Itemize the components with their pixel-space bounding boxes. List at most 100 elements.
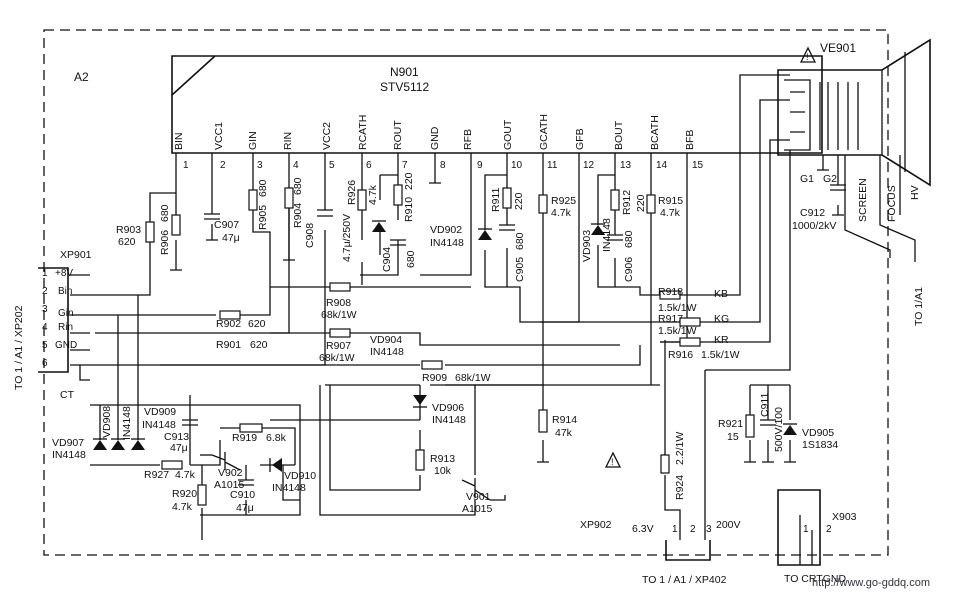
capacitor-c906 <box>607 234 623 241</box>
label-r906-val: 680 <box>159 204 171 222</box>
ic-pin-numbers: 1 2 3 4 5 6 7 8 9 10 11 12 13 14 15 <box>183 160 704 171</box>
label-r906: R906 <box>159 230 171 255</box>
resistor-r909 <box>421 360 443 370</box>
label-vd904: VD904 <box>370 334 402 346</box>
ic-pin-number: 6 <box>366 160 372 171</box>
label-r927-val: 4.7k <box>175 469 196 481</box>
capacitor-c910 <box>238 479 254 486</box>
xp901-ct-label: CT <box>60 389 75 401</box>
label-v902: V902 <box>218 467 243 479</box>
crt-g1: G1 <box>800 173 814 185</box>
ic-pin-name: ROUT <box>392 120 404 150</box>
ic-pin-number: 2 <box>220 160 226 171</box>
label-vd908: VD908 <box>101 406 113 438</box>
label-vd903: VD903 <box>581 230 593 262</box>
resistor-r908 <box>329 282 351 292</box>
capacitors <box>182 184 846 486</box>
label-r918-val: 1.5k/1W <box>658 302 697 314</box>
diode-vd905 <box>783 425 797 435</box>
capacitor-c913 <box>182 419 198 426</box>
crt-ref: VE901 <box>820 41 856 55</box>
label-vd904-val: IN4148 <box>370 346 404 358</box>
warning-mark: ! <box>806 52 809 62</box>
xp901-pin-num: 5 <box>42 340 48 351</box>
label-r913-val: 10k <box>434 465 452 477</box>
ic-pin-name: GIN <box>247 131 259 150</box>
x903-pin-num: 2 <box>826 524 832 535</box>
connector-xp901: XP901 TO 1 / A1 / XP202 1 +8V 2 Bin 3 Gi… <box>13 249 92 401</box>
label-r910: R910 <box>403 197 415 222</box>
xp902-pin-num: 2 <box>690 524 696 535</box>
label-r917: R917 <box>658 313 683 325</box>
diode-vd902b <box>478 230 492 240</box>
transistor-v901 <box>461 478 491 501</box>
xp901-pin-num: 6 <box>42 358 48 369</box>
label-vd910: VD910 <box>284 470 316 482</box>
capacitor-c908 <box>317 209 333 217</box>
resistor-r906 <box>171 214 181 236</box>
label-r921: R921 <box>718 418 743 430</box>
label-r918: R918 <box>658 286 683 298</box>
label-vd902-val: IN4148 <box>430 237 464 249</box>
label-r926: R926 <box>346 180 358 205</box>
crt-screen: SCREEN <box>857 178 869 222</box>
ic-pin-number: 8 <box>440 160 446 171</box>
ic-pin-number: 12 <box>583 160 595 171</box>
label-c908-val: 4.7μ/250V <box>341 214 353 262</box>
transistor-v902 <box>200 452 241 471</box>
resistor-r927 <box>161 460 183 470</box>
label-r905: R905 <box>257 205 269 230</box>
ic-pin-name: RFB <box>462 129 474 150</box>
capacitor-c912 <box>830 184 846 191</box>
label-r914: R914 <box>552 414 577 426</box>
resistor-r925 <box>538 194 548 214</box>
label-r909: R909 <box>422 372 447 384</box>
xp902-pin1-label: 6.3V <box>632 523 654 535</box>
label-r916: R916 <box>668 349 693 361</box>
label-r902: R902 <box>216 318 241 330</box>
label-r912-val: 220 <box>635 194 647 212</box>
label-r915: R915 <box>658 195 683 207</box>
label-r901: R901 <box>216 339 241 351</box>
diodes <box>93 220 797 472</box>
crt-hv: HV <box>909 185 921 200</box>
capacitor-c904 <box>390 239 406 246</box>
ic-pin-number: 3 <box>257 160 263 171</box>
ic-pin-name: GOUT <box>502 119 514 150</box>
xp902-pin-num: 1 <box>672 524 678 535</box>
label-kr: KR <box>714 334 729 346</box>
label-v902-val: A1015 <box>214 479 245 491</box>
label-vd909: VD909 <box>144 406 176 418</box>
ic-pin-number: 5 <box>329 160 335 171</box>
ic-ref: N901 <box>390 65 419 79</box>
label-c906: C906 <box>623 257 635 282</box>
label-c906-val: 680 <box>623 230 635 248</box>
wiring <box>70 74 916 540</box>
capacitor-c905 <box>499 224 515 231</box>
diode-in4148-mid <box>111 440 125 450</box>
resistor-r919 <box>239 423 263 433</box>
xp901-pin-num: 1 <box>42 268 48 279</box>
board-outline <box>43 29 889 556</box>
label-c908: C908 <box>304 223 316 248</box>
x903-pin-num: 1 <box>803 524 809 535</box>
ic-n901: N901 STV5112 BIN VCC1 GIN RIN VCC2 RCATH… <box>171 55 823 175</box>
label-r921-val: 15 <box>727 431 739 443</box>
label-r924-val: 2.2/1W <box>674 432 686 465</box>
label-r902-val: 620 <box>248 318 266 330</box>
label-c912-val: 1000/2kV <box>792 220 836 232</box>
label-r903-val: 620 <box>118 236 136 248</box>
label-r901-val: 620 <box>250 339 268 351</box>
resistor-r920 <box>197 484 207 506</box>
label-r913: R913 <box>430 453 455 465</box>
label-r916-val: 1.5k/1W <box>701 349 740 361</box>
label-v901-val: A1015 <box>462 503 493 515</box>
label-c905-val: 680 <box>514 232 526 250</box>
label-r910-val: 220 <box>403 172 415 190</box>
label-vd910-val: IN4148 <box>272 482 306 494</box>
ic-pin-number: 1 <box>183 160 189 171</box>
warning-icon <box>604 451 622 468</box>
xp901-ref: XP901 <box>60 249 92 261</box>
diode-vd908 <box>93 440 107 450</box>
label-r908: R908 <box>326 297 351 309</box>
